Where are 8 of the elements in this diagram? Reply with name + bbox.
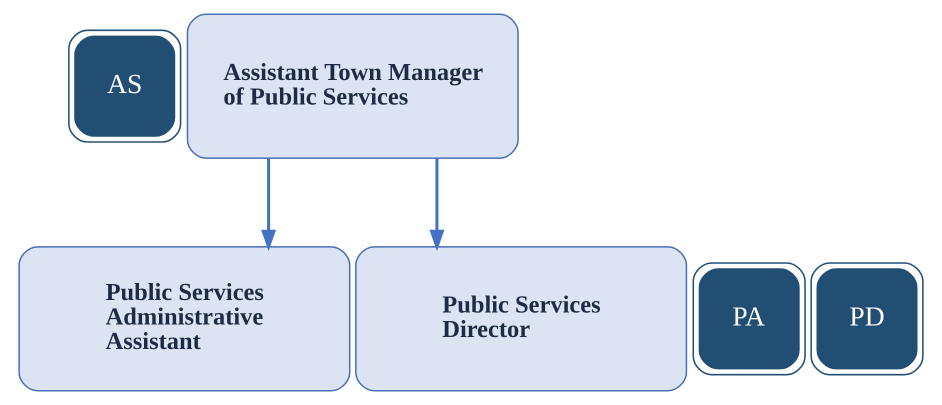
node-box: Assistant Town Manager of Public Services [186,13,519,159]
arrow [261,158,276,252]
arrow [429,158,444,252]
node-box: Public Services Director [355,246,688,392]
node-box: PA [692,262,806,376]
node-box: PD [810,262,924,376]
node-box: Public Services Administrative Assistant [18,246,350,392]
node-box: AS [68,30,182,143]
